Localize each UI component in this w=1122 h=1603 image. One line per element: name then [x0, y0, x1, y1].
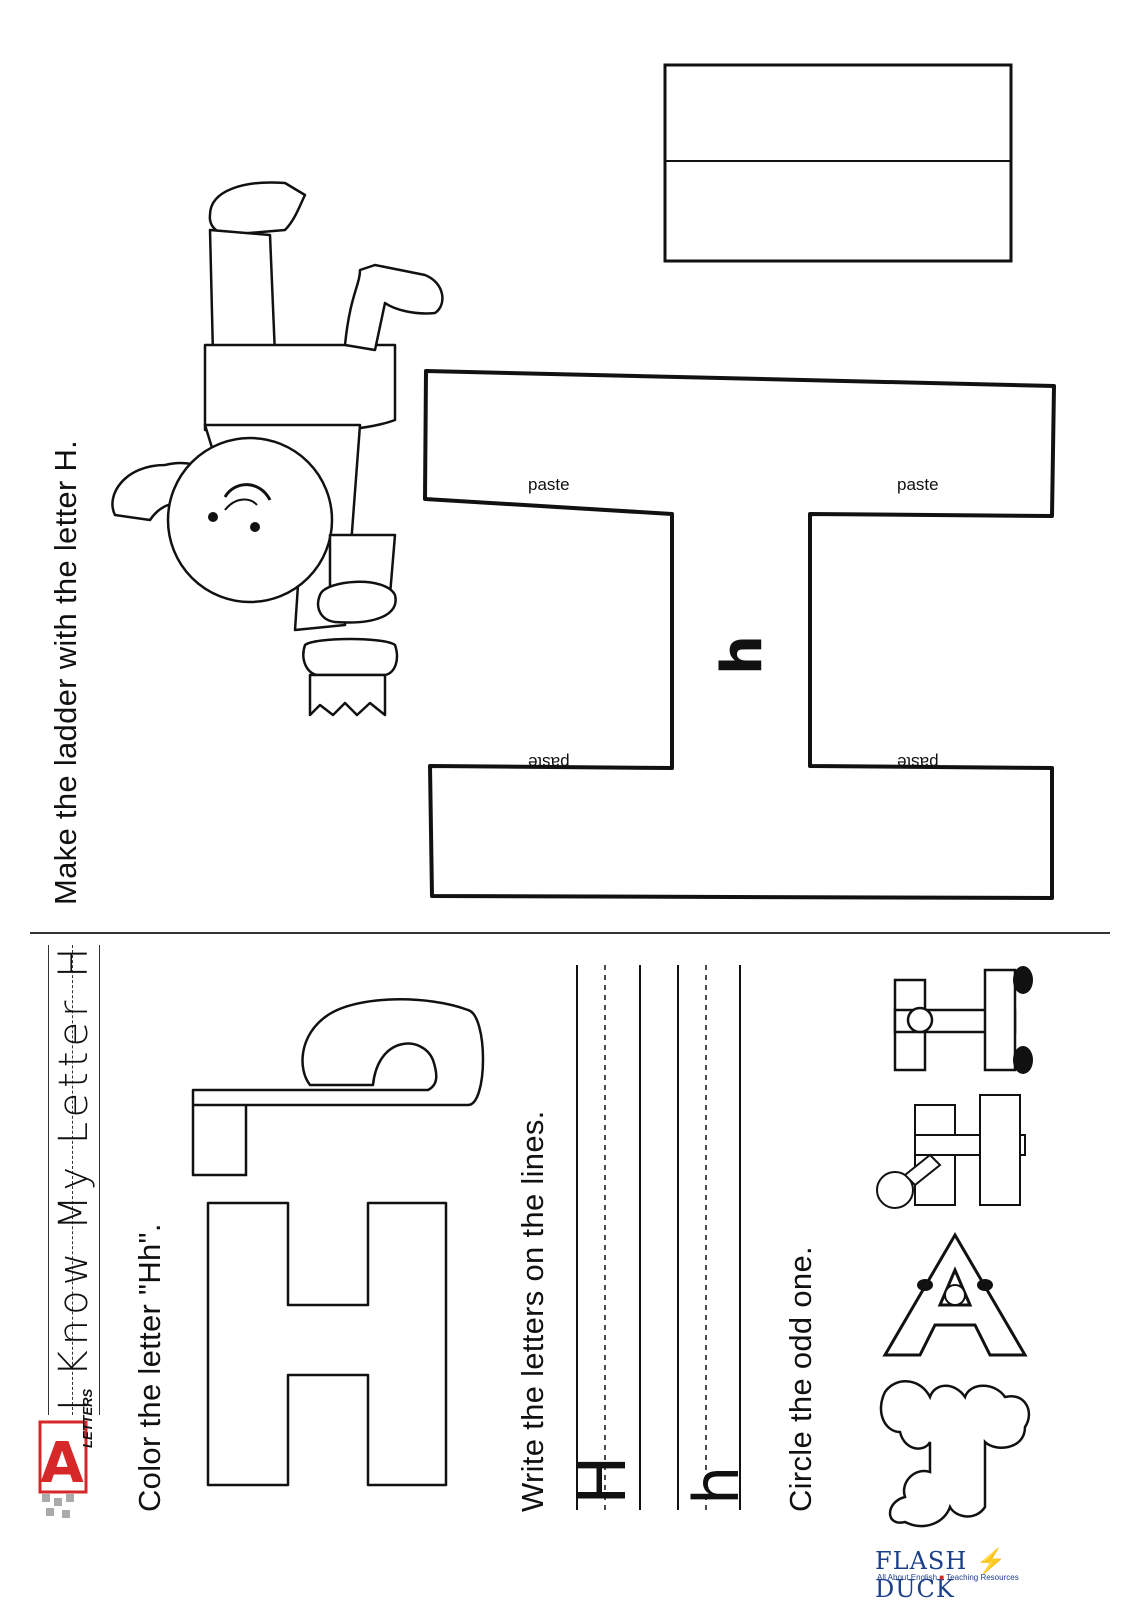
- trace-lower-h: h: [680, 1465, 753, 1505]
- odd-one-cloud-h: [879, 1380, 1031, 1528]
- brand-name-left: FLASH: [875, 1547, 968, 1575]
- worksheet-title-wrap: I Know My Letter H: [48, 942, 100, 1415]
- odd-one-a-face: [882, 1232, 1028, 1357]
- paste-label-bottom-right: paste: [897, 753, 939, 772]
- h-ladder-shape: [423, 369, 1056, 900]
- brand-tagline-right: Teaching Resources: [946, 1573, 1019, 1582]
- odd-one-robot-h: [893, 966, 1033, 1074]
- ladder-instruction: Make the ladder with the letter H.: [48, 439, 83, 905]
- color-instruction: Color the letter "Hh".: [132, 1223, 167, 1512]
- writing-lines: [576, 965, 741, 1510]
- center-letter: h: [710, 635, 775, 675]
- outline-letters-hh: [191, 998, 485, 1487]
- climbing-boy-illustration: [111, 181, 444, 717]
- brand-logo: FLASH ⚡ DUCK All About English ■ Teachin…: [875, 1547, 1095, 1603]
- cut-out-rectangle: [663, 63, 1013, 263]
- trace-upper-h: H: [564, 1455, 641, 1505]
- brand-bolt-icon: ⚡: [975, 1547, 1007, 1575]
- circle-instruction: Circle the odd one.: [783, 1246, 818, 1512]
- paste-label-bottom-left: paste: [528, 753, 570, 772]
- paste-label-top-left: paste: [528, 475, 570, 494]
- brand-book-icon: ■: [939, 1573, 945, 1582]
- svg-text:A: A: [40, 1431, 84, 1496]
- write-instruction: Write the letters on the lines.: [515, 1110, 550, 1512]
- worksheet-title: I Know My Letter H: [51, 942, 97, 1411]
- paste-label-top-right: paste: [897, 475, 939, 494]
- section-divider: [30, 932, 1110, 934]
- letters-logo: A: [38, 1420, 88, 1518]
- brand-tagline-left: All About English: [877, 1573, 938, 1582]
- odd-one-boy-desk-h: [876, 1094, 1026, 1209]
